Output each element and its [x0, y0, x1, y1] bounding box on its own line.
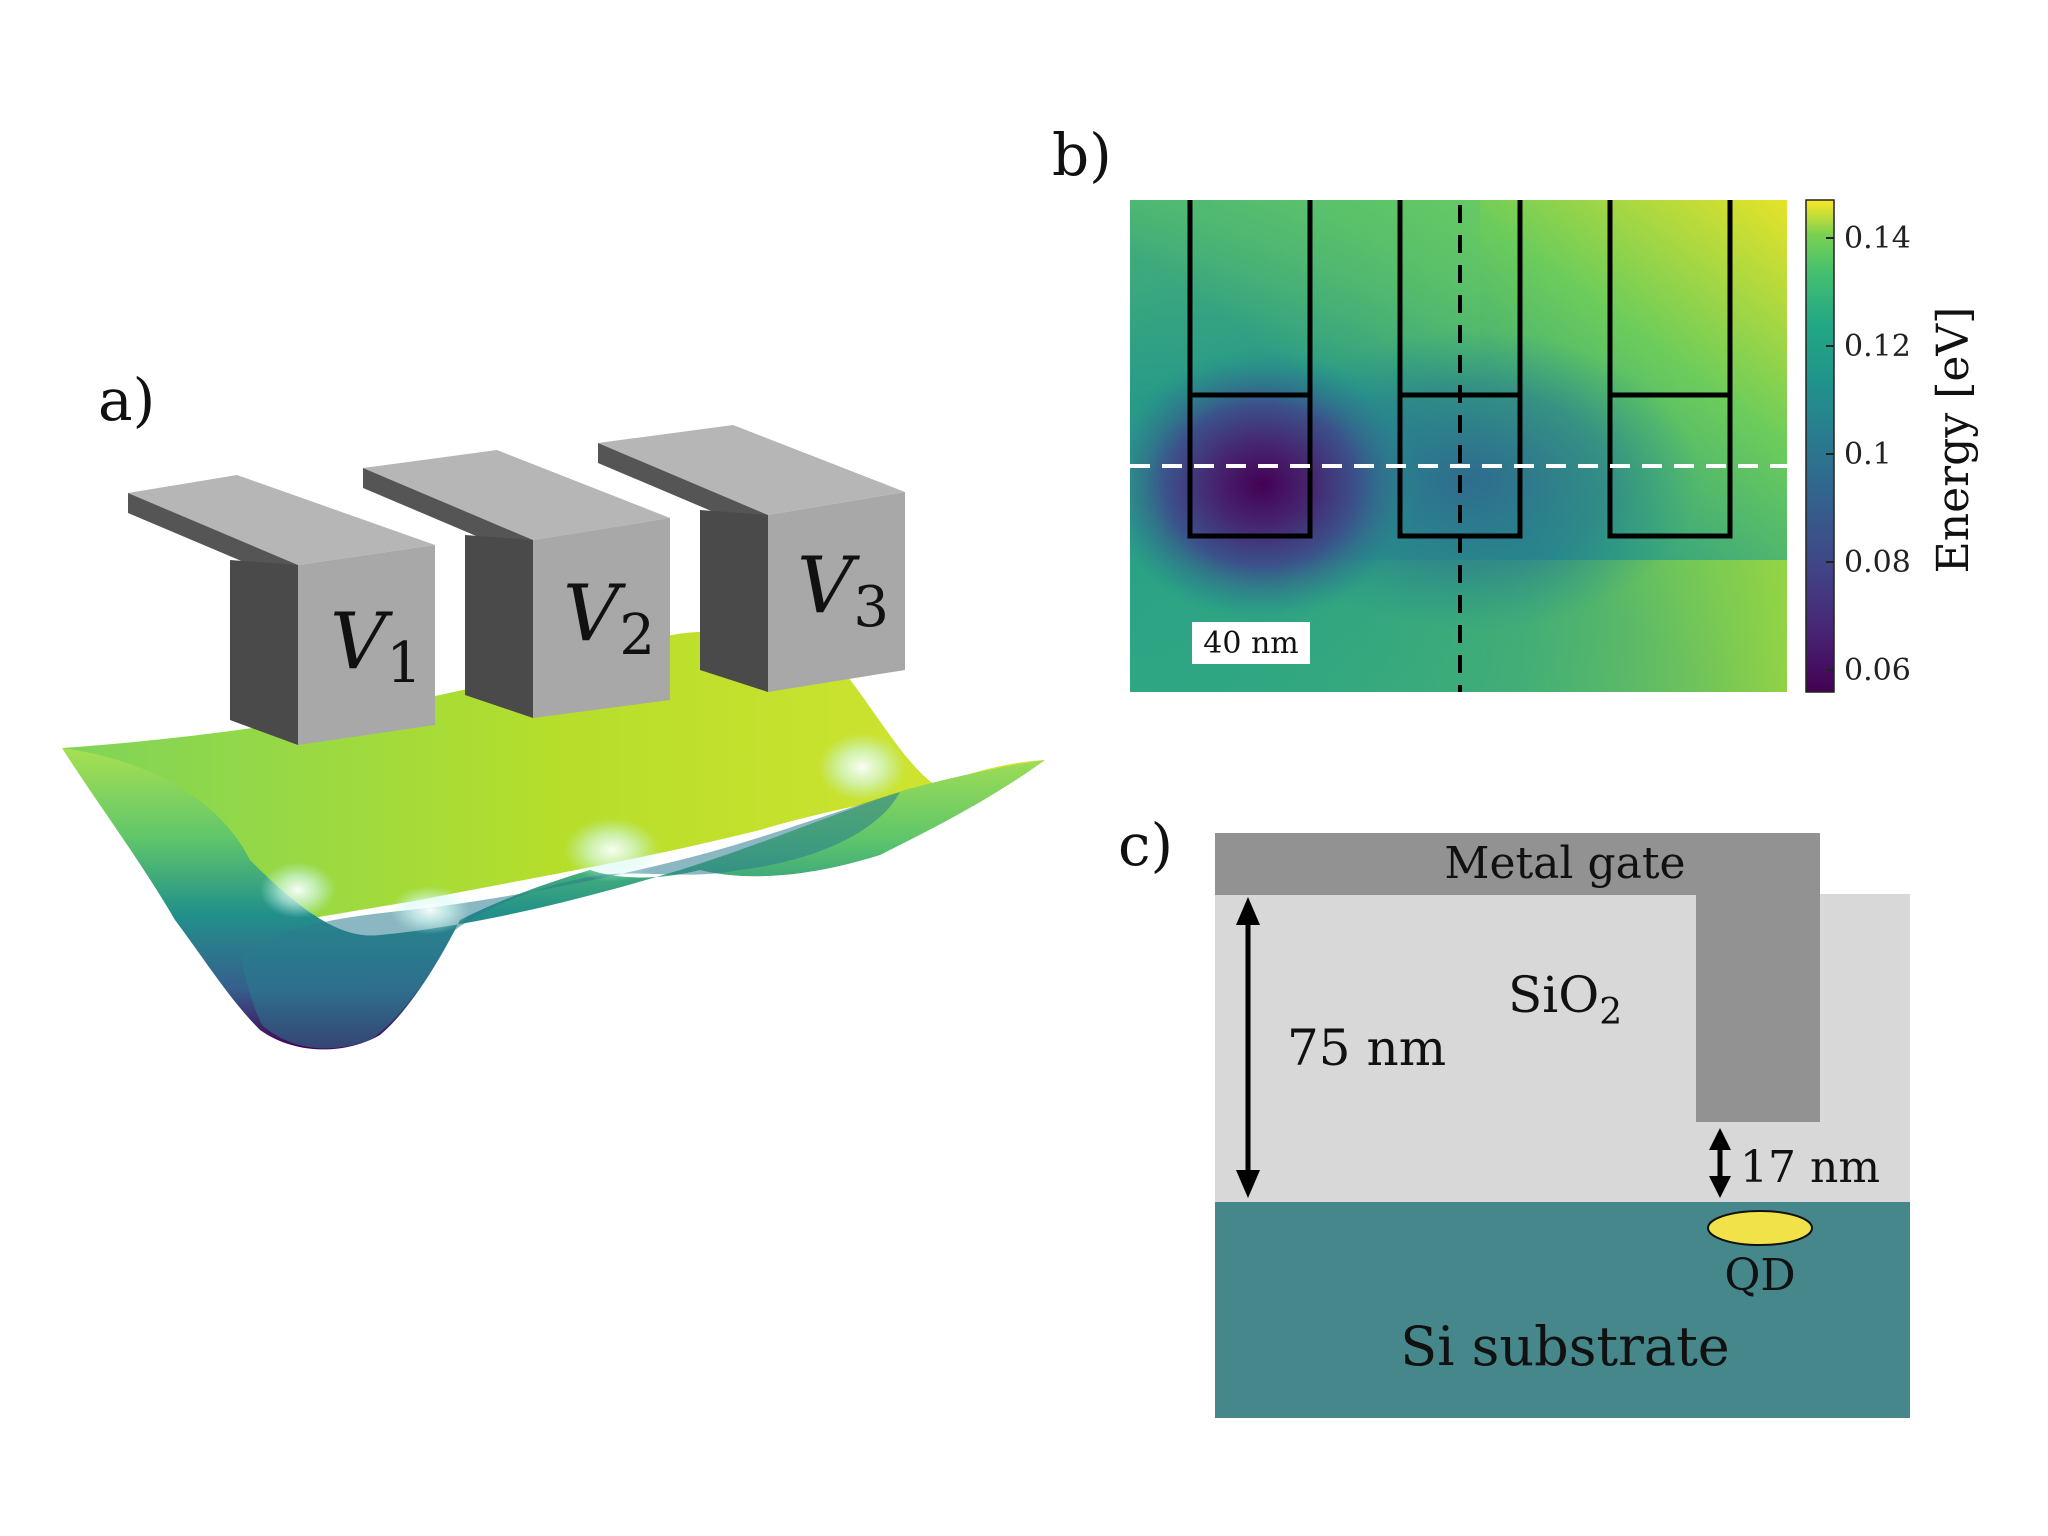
surface-back	[62, 631, 1045, 940]
scale-bar: 40 nm	[1192, 622, 1310, 664]
metal-gate-stem	[1696, 893, 1820, 1122]
thickness-arrow	[1236, 897, 1260, 1198]
substrate-label: Si substrate	[1400, 1315, 1730, 1378]
gate-2: V2	[363, 450, 670, 718]
highlight-2	[390, 886, 470, 934]
gate-2-top	[363, 450, 670, 540]
thickness-arrow-head-down	[1236, 1170, 1260, 1198]
metal-gate-label: Metal gate	[1444, 838, 1685, 889]
colorbar-tick-label: 0.08	[1844, 545, 1911, 580]
gate-1-front	[298, 545, 435, 745]
quantum-dot-label: QD	[1724, 1250, 1795, 1301]
gap-arrow-head-down	[1709, 1176, 1731, 1198]
scale-bar-box	[1192, 622, 1310, 664]
gate-2-front	[533, 518, 670, 718]
colorbar-tick-label: 0.12	[1844, 329, 1911, 364]
panel-c-label: c)	[1118, 811, 1173, 879]
gate-3: V3	[598, 425, 905, 692]
gap-label: 17 nm	[1740, 1142, 1880, 1193]
energy-map	[1130, 200, 1787, 692]
scale-bar-label: 40 nm	[1203, 626, 1298, 661]
gate-2-side	[465, 535, 533, 718]
gate-outline-3	[1607, 200, 1733, 539]
colorbar-tick-label: 0.1	[1844, 437, 1892, 472]
potential-surface	[62, 631, 1045, 1050]
colorbar-gradient	[1805, 199, 1835, 693]
colorbar-label: Energy [eV]	[1928, 307, 1979, 574]
panel-b-label: b)	[1052, 121, 1112, 189]
gate-3-front	[768, 492, 905, 692]
highlight-3	[564, 818, 660, 882]
gap-arrow	[1709, 1128, 1731, 1198]
gate-1-label: V1	[330, 597, 422, 696]
oxide-label: SiO2	[1508, 966, 1622, 1033]
gate-1-side	[230, 560, 298, 745]
gate-1: V1	[128, 475, 435, 745]
colorbar-tick-label: 0.14	[1844, 221, 1911, 256]
highlight-4	[818, 733, 906, 801]
panel-b: b) 40 nm	[1052, 121, 1979, 693]
colorbar-tick-label: 0.06	[1844, 653, 1911, 688]
thickness-arrow-head-up	[1236, 897, 1260, 925]
surface-valley	[240, 792, 900, 1049]
colorbar-ticks	[1826, 237, 1834, 671]
panel-a: a) V1 V2	[62, 366, 1045, 1050]
panel-c: c) Metal gate SiO2 75 nm 17 nm QD Si sub…	[1118, 811, 1910, 1418]
gate-3-label: V3	[797, 541, 889, 640]
gate-outline-1	[1187, 200, 1313, 539]
highlight-1	[260, 862, 336, 918]
colorbar: 0.14 0.12 0.1 0.08 0.06 Energy [eV]	[1805, 199, 1979, 693]
panel-a-label: a)	[98, 366, 155, 434]
energy-map-well	[1130, 350, 1422, 620]
gate-3-top	[598, 425, 905, 515]
thickness-label: 75 nm	[1287, 1019, 1446, 1077]
metal-gate-top	[1215, 833, 1820, 895]
gate-2-label: V2	[563, 569, 655, 668]
gate-3-side	[700, 510, 768, 692]
gap-arrow-head-up	[1709, 1128, 1731, 1150]
gate-1-top	[128, 475, 435, 565]
quantum-dot	[1707, 1210, 1813, 1246]
